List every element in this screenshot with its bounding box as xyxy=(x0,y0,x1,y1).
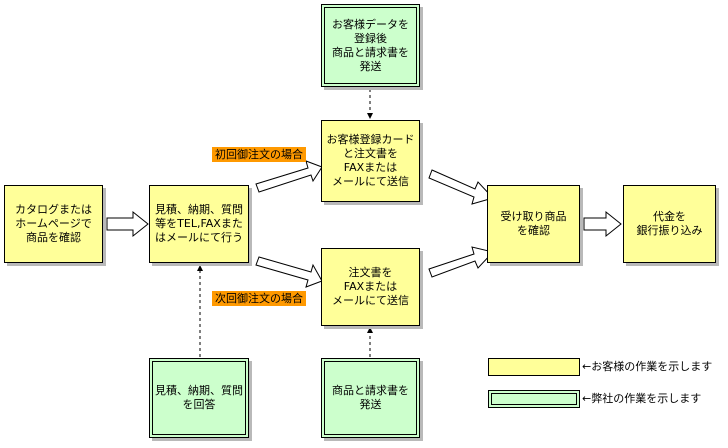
legend-customer-swatch xyxy=(488,358,580,376)
box-inquiry: 見積、納期、質問 等をTEL,FAXまた はメールにて行う xyxy=(149,185,249,263)
box-first-order: お客様登録カード と注文書を FAXまたは メールにて送信 xyxy=(321,120,420,202)
box-payment: 代金を 銀行振り込み xyxy=(623,185,716,263)
arrow-first-order-to-receive xyxy=(428,169,494,205)
legend-company-swatch xyxy=(488,390,580,408)
legend-customer-text: ←お客様の作業を示します xyxy=(582,360,713,373)
box-catalog: カタログまたは ホームページで 商品を確認 xyxy=(4,185,103,263)
arrow-inquiry-to-first-order xyxy=(255,160,323,193)
box-repeat-order: 注文書を FAXまたは メールにて送信 xyxy=(321,248,420,326)
box-answer: 見積、納期、質問 を回答 xyxy=(149,358,249,438)
box-register: お客様データを 登録後 商品と請求書を 発送 xyxy=(321,4,420,87)
box-ship: 商品と請求書を 発送 xyxy=(321,358,420,438)
label-next-time: 次回御注文の場合 xyxy=(212,291,306,306)
legend-company-text: ←弊社の作業を示します xyxy=(582,392,702,405)
arrow-receive-to-payment xyxy=(583,210,622,238)
label-first-time: 初回御注文の場合 xyxy=(212,147,306,162)
arrow-catalog-to-inquiry xyxy=(106,210,149,238)
arrow-repeat-order-to-receive xyxy=(428,246,494,278)
arrow-inquiry-to-repeat-order xyxy=(255,256,323,288)
box-receive: 受け取り商品 を確認 xyxy=(487,185,580,263)
